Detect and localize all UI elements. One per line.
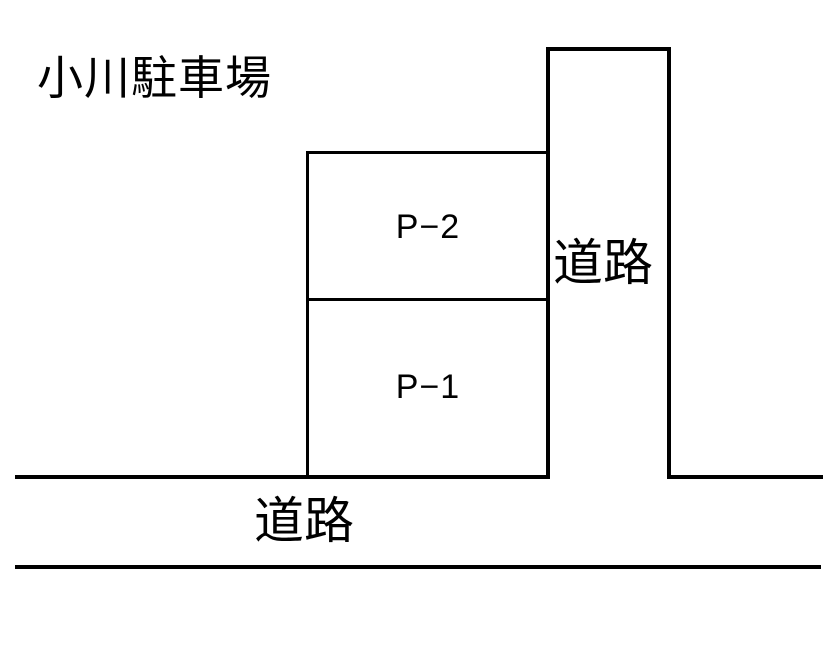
horizontal-road-bottom-edge [15, 565, 821, 569]
parking-lot-title: 小川駐車場 [37, 51, 272, 105]
horizontal-road-top-edge-right [667, 475, 823, 479]
vertical-road-top-edge [546, 47, 670, 51]
vertical-road-right-edge [667, 47, 671, 479]
vertical-road-label: 道路 [553, 234, 653, 292]
horizontal-road-top-edge-left [15, 475, 548, 479]
parking-space-p1-label: P−1 [395, 368, 461, 406]
parking-space-p2-label: P−2 [395, 208, 461, 246]
horizontal-road-label: 道路 [254, 492, 354, 550]
